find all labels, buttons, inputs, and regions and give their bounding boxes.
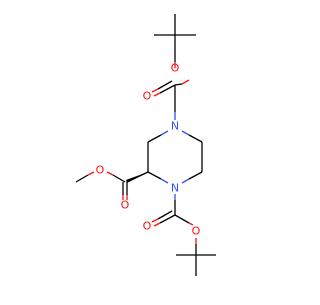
bond-carbonyl-bottom-o2 — [151, 218, 159, 223]
bond-n-top-right-blue — [181, 130, 190, 136]
bond-o-methyl — [75, 174, 89, 183]
bond-n-top-left-blue — [160, 130, 169, 136]
atom-n-top: N — [171, 120, 179, 133]
bond-ester-to-o — [112, 174, 126, 183]
bond-o-methyl-red — [87, 171, 95, 176]
bond-carbonyl-top-2 — [157, 80, 173, 90]
atom-o-boc-bottom-ether: O — [192, 225, 201, 238]
bond-ether-o-top-c — [174, 83, 183, 86]
bond-n-bottom-right-blue — [181, 178, 190, 184]
bond-carbonyl-bottom-o1 — [153, 222, 161, 227]
bond-ester-to-o-red — [106, 171, 114, 176]
molecule-canvas: N N O O O O O O — [75, 14, 216, 276]
bond-n-bottom-left-blue — [160, 178, 169, 184]
bond-carbonyl-bottom-1 — [159, 214, 176, 224]
atom-o-ester-ether: O — [96, 164, 105, 177]
bond-carbonyl-top-o2 — [151, 88, 159, 93]
bond-carbamate-bottom-o — [174, 214, 190, 224]
bond-ether-o-top-red — [181, 79, 190, 85]
atom-n-bottom: N — [171, 182, 179, 195]
atom-o-boc-top-ether: O — [171, 62, 180, 75]
bond-ring-top-right — [188, 134, 203, 143]
bond-ring-top-left — [147, 134, 162, 143]
bond-carbonyl-top-o1 — [153, 92, 161, 97]
bond-carbamate-bottom-o-red — [188, 222, 194, 226]
bond-ring-bottom-right — [188, 171, 203, 180]
bond-carbonyl-top-1 — [159, 84, 176, 94]
atom-o-ester-carbonyl: O — [121, 199, 130, 212]
bond-ring-to-ester — [126, 171, 149, 183]
bond-ring-bottom-left — [147, 171, 162, 180]
atom-o-boc-top-carbonyl: O — [143, 90, 152, 103]
structure-diagram: N N O O O O O O — [75, 14, 216, 276]
bond-carbonyl-bottom-2 — [157, 210, 173, 220]
atom-o-boc-bottom-carbonyl: O — [143, 220, 152, 233]
